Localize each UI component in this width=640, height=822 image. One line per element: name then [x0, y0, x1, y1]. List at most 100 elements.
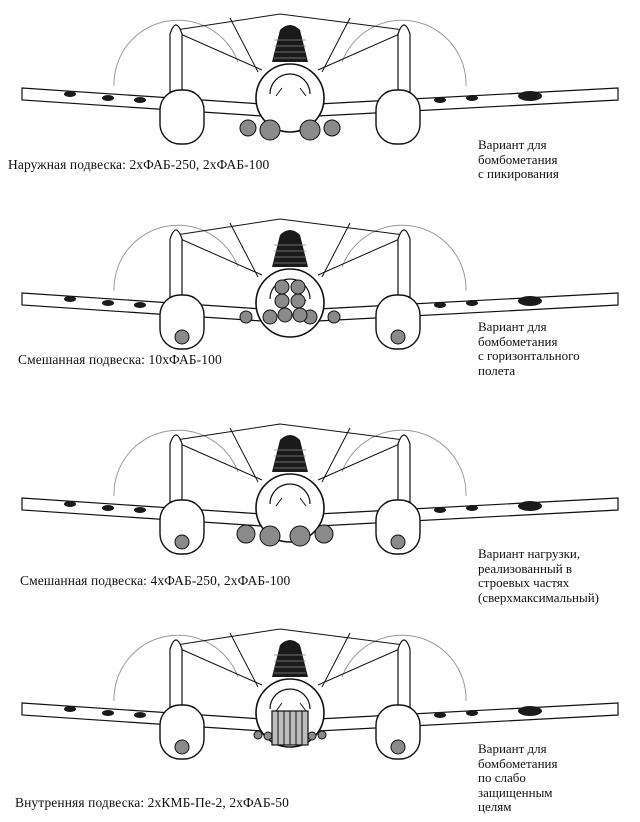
- propeller-arc-left: [113, 429, 239, 497]
- wing-marking: [518, 91, 542, 101]
- propeller-arc-right: [341, 19, 467, 87]
- variant-caption: Наружная подвеска: 2хФАБ-250, 2хФАБ-100: [8, 157, 270, 172]
- propeller-arc-right: [341, 634, 467, 702]
- tail-fin-right: [397, 434, 411, 511]
- bomb: [317, 730, 327, 740]
- bomb: [307, 731, 317, 741]
- variant-panel-4: Внутренняя подвеска: 2хКМБ-Пе-2, 2хФАБ-5…: [0, 615, 640, 820]
- wing-right: [317, 497, 619, 527]
- tail-stabilizer: [175, 13, 405, 31]
- bomb: [236, 524, 256, 544]
- variant-note: Вариант для бомбометания с пикирования: [478, 137, 559, 181]
- wing-marking: [134, 507, 146, 513]
- wing-marking: [518, 706, 542, 716]
- wing-marking: [134, 97, 146, 103]
- aircraft-front-view: [21, 628, 619, 760]
- wing-marking: [102, 95, 114, 101]
- bomb: [299, 119, 321, 141]
- nose-frame: [275, 702, 307, 712]
- variant-note: Вариант для бомбометания с горизонтально…: [478, 319, 580, 378]
- variant-panel-2: Смешанная подвеска: 10хФАБ-100 Вариант д…: [0, 205, 640, 410]
- tail-fin-left: [169, 24, 183, 101]
- variant-panel-1: Наружная подвеска: 2хФАБ-250, 2хФАБ-100 …: [0, 0, 640, 205]
- variant-caption: Внутренняя подвеска: 2хКМБ-Пе-2, 2хФАБ-5…: [15, 795, 289, 810]
- bomb: [259, 525, 281, 547]
- nose-glazing: [269, 278, 311, 300]
- cockpit-canopy: [272, 640, 308, 677]
- tail-strut-right: [321, 427, 351, 483]
- bomb: [390, 739, 406, 755]
- bomb: [327, 310, 341, 324]
- tail-fin-right: [397, 229, 411, 306]
- bomb: [323, 119, 341, 137]
- bomb: [277, 307, 293, 323]
- tail-fin-left: [169, 434, 183, 511]
- propeller-arc-left: [113, 19, 239, 87]
- wing-marking: [466, 300, 478, 306]
- bomb: [290, 293, 306, 309]
- wing-marking: [102, 710, 114, 716]
- bomb: [239, 119, 257, 137]
- bomb: [390, 329, 406, 345]
- wing-marking: [434, 302, 446, 308]
- bomb: [274, 279, 290, 295]
- tail-strut-left: [229, 427, 259, 483]
- fuselage: [255, 473, 325, 543]
- wing-marking: [134, 302, 146, 308]
- bomb: [262, 309, 278, 325]
- wing-marking: [64, 706, 76, 712]
- bomb: [259, 119, 281, 141]
- engine-nacelle-right: [375, 294, 421, 350]
- bomb: [263, 731, 273, 741]
- tail-stabilizer: [175, 423, 405, 441]
- wing-marking: [434, 97, 446, 103]
- tail-stabilizer: [175, 218, 405, 236]
- bomb: [253, 730, 263, 740]
- tail-fin-left: [169, 229, 183, 306]
- aircraft-front-view: [21, 218, 619, 350]
- engine-nacelle-left: [159, 704, 205, 760]
- aircraft-front-view: [21, 423, 619, 555]
- wing-marking: [518, 296, 542, 306]
- tail-brace-left: [175, 441, 263, 481]
- bomb: [174, 534, 190, 550]
- wing-marking: [102, 505, 114, 511]
- bomb: [390, 534, 406, 550]
- tail-fin-right: [397, 639, 411, 716]
- nose-glazing: [269, 688, 311, 710]
- cockpit-canopy: [272, 230, 308, 267]
- tail-brace-right: [317, 441, 405, 481]
- propeller-arc-right: [341, 224, 467, 292]
- tail-fin-right: [397, 24, 411, 101]
- variant-note: Вариант для бомбометания по слабо защище…: [478, 741, 558, 814]
- tail-brace-left: [175, 646, 263, 686]
- wing-right: [317, 292, 619, 322]
- engine-nacelle-left: [159, 89, 205, 145]
- tail-brace-right: [317, 31, 405, 71]
- nose-frame: [275, 497, 307, 507]
- tail-strut-left: [229, 632, 259, 688]
- bomb: [174, 739, 190, 755]
- nose-frame: [275, 87, 307, 97]
- bomb: [274, 293, 290, 309]
- wing-marking: [466, 95, 478, 101]
- wing-right: [317, 702, 619, 732]
- engine-nacelle-right: [375, 704, 421, 760]
- wing-marking: [466, 505, 478, 511]
- engine-nacelle-right: [375, 89, 421, 145]
- wing-marking: [64, 296, 76, 302]
- tail-brace-right: [317, 646, 405, 686]
- tail-strut-left: [229, 222, 259, 278]
- tail-brace-left: [175, 236, 263, 276]
- wing-marking: [102, 300, 114, 306]
- variant-panel-3: Смешанная подвеска: 4хФАБ-250, 2хФАБ-100…: [0, 410, 640, 615]
- nose-glazing: [269, 73, 311, 95]
- wing-marking: [434, 712, 446, 718]
- aircraft-front-view: [21, 13, 619, 145]
- tail-strut-right: [321, 222, 351, 278]
- wing-marking: [64, 91, 76, 97]
- tail-strut-right: [321, 632, 351, 688]
- cockpit-canopy: [272, 25, 308, 62]
- wing-right: [317, 87, 619, 117]
- variant-caption: Смешанная подвеска: 4хФАБ-250, 2хФАБ-100: [20, 573, 291, 588]
